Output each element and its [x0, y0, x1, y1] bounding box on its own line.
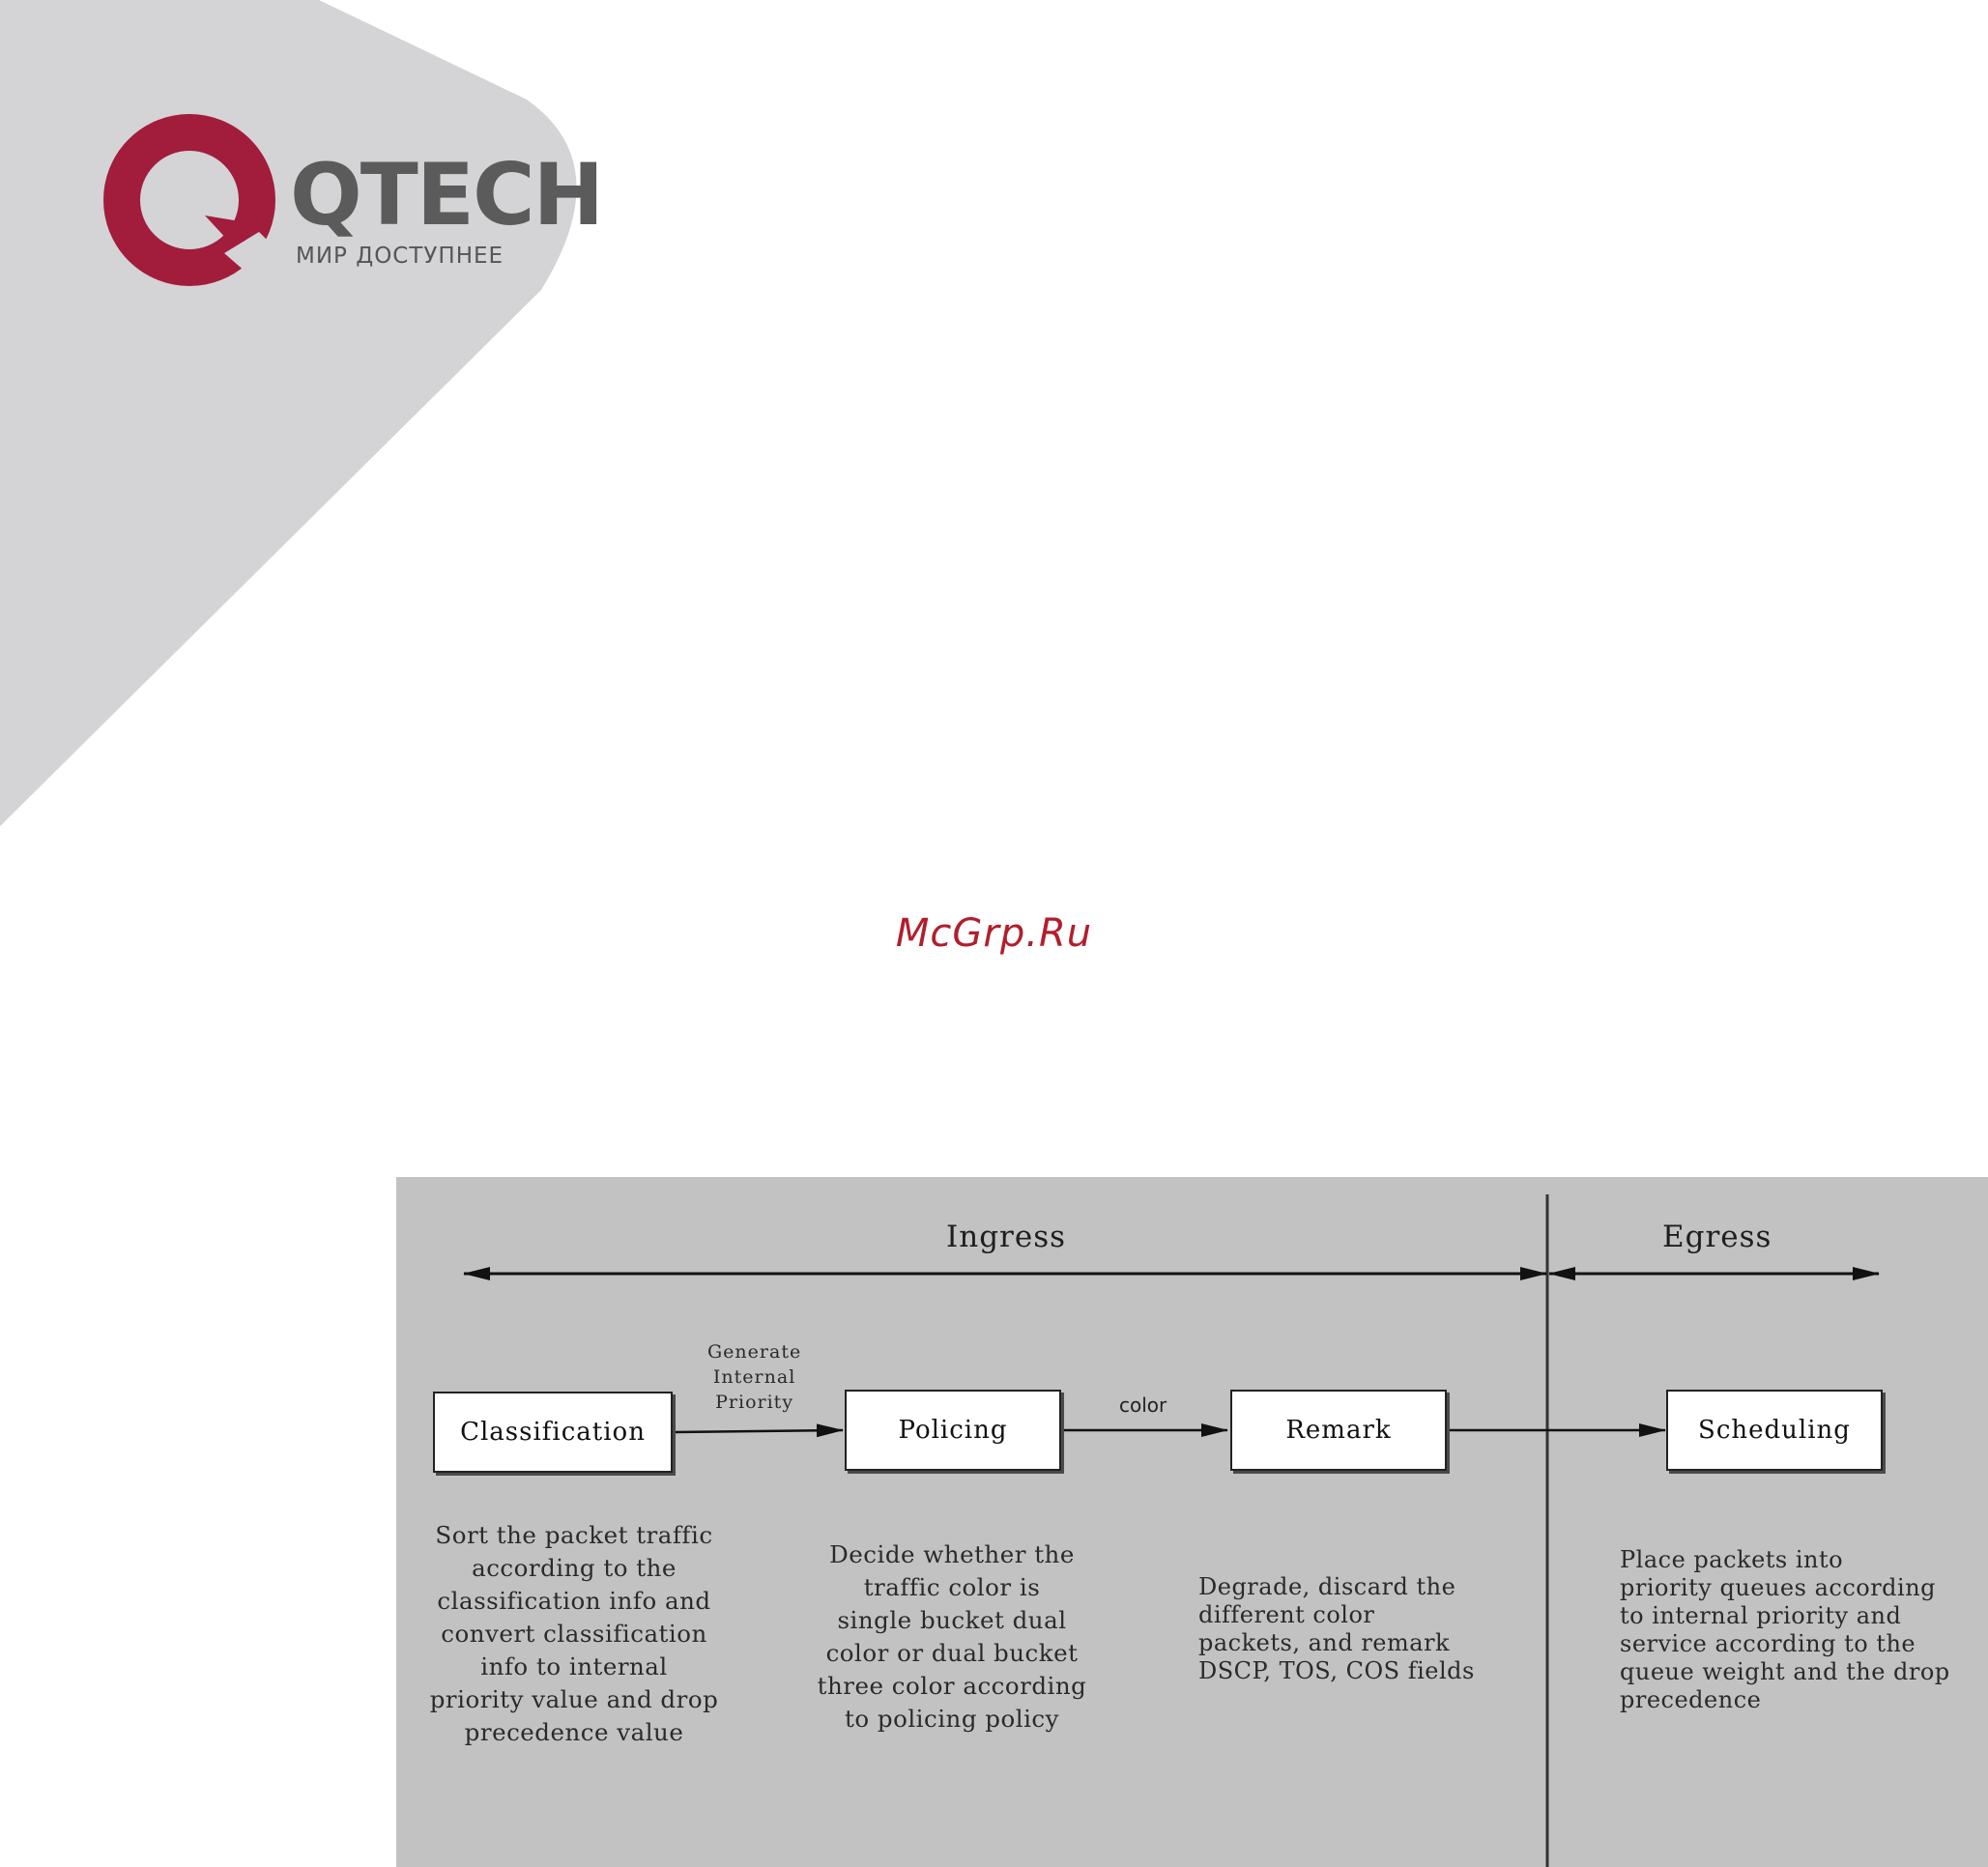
- watermark: McGrp.Ru: [895, 911, 1093, 956]
- brand-logo: QTECH МИР ДОСТУПНЕЕ: [290, 145, 604, 270]
- scheduling-description: Place packets into priority queues accor…: [1620, 1546, 1950, 1713]
- remark-description: Degrade, discard the different color pac…: [1198, 1573, 1475, 1684]
- color-label: color: [1119, 1393, 1167, 1417]
- egress-label: Egress: [1662, 1220, 1772, 1254]
- scheduling-box: Scheduling: [1666, 1390, 1883, 1471]
- qos-flow-diagram: Ingress Egress Classification Policing R…: [396, 1177, 1988, 1867]
- policing-description: Decide whether the traffic color is sing…: [817, 1540, 1087, 1733]
- generate-internal-priority-label: Generate Internal Priority: [707, 1341, 802, 1413]
- diagram-lines: [463, 1194, 1880, 1867]
- ingress-label: Ingress: [946, 1220, 1067, 1254]
- brand-tagline: МИР ДОСТУПНЕЕ: [296, 244, 504, 269]
- classification-description: Sort the packet traffic according to the…: [429, 1521, 719, 1746]
- background-shape: [0, 0, 577, 826]
- policing-box: Policing: [845, 1390, 1061, 1471]
- remark-box: Remark: [1230, 1390, 1447, 1471]
- brand-name: QTECH: [290, 145, 604, 244]
- arrow-classification-to-policing: [674, 1423, 844, 1438]
- qtech-logo-mark-icon: [103, 114, 290, 292]
- classification-box: Classification: [433, 1392, 673, 1473]
